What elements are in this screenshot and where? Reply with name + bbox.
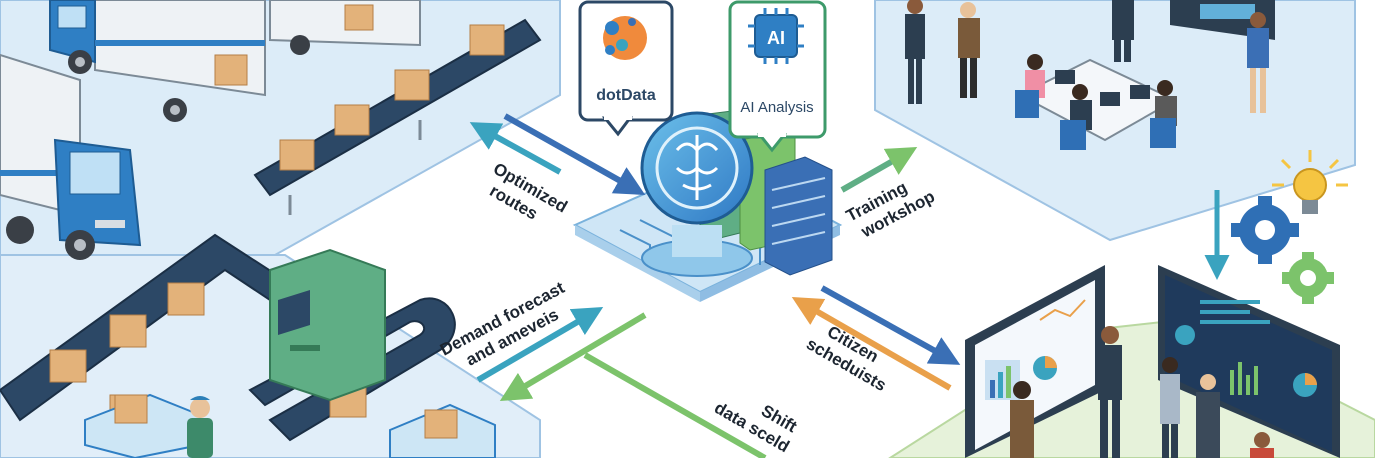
ai-brain-icon [640, 111, 754, 277]
seated-person-icon [1060, 84, 1092, 150]
seated-person-icon [1150, 80, 1177, 148]
dashboard-screen [1158, 265, 1340, 458]
presenter-person-icon [1196, 374, 1220, 458]
delivery-truck-icon [49, 0, 266, 122]
lightbulb-icon [1272, 150, 1348, 214]
scanner-kiosk-icon [269, 248, 386, 402]
dotdata-badge: dotData [578, 0, 674, 137]
office-person-icon [958, 2, 980, 98]
presenter-person-icon [1160, 357, 1180, 458]
delivery-truck-icon [0, 53, 142, 260]
dotdata-label: dotData [596, 87, 656, 104]
office-person-icon [1112, 0, 1134, 62]
arrow-optimized-routes [469, 113, 646, 195]
conveyor-belt [253, 18, 542, 215]
arrow-citizen-schedulists [791, 285, 961, 391]
presenter-person-icon [1010, 381, 1034, 458]
ai-analysis-label: AI Analysis [740, 99, 813, 116]
agv-robot-icon [389, 403, 496, 458]
office-person-icon [905, 0, 925, 104]
arrow-demand-forecast [476, 306, 647, 402]
presenter-person-icon [1250, 432, 1274, 458]
gear-icon [1282, 252, 1334, 304]
label-citizen-schedulists: Citizen scheduists [803, 322, 889, 395]
arrow-training-workshop [840, 147, 918, 193]
presenter-person-icon [1098, 326, 1122, 458]
seated-person-icon [1015, 54, 1045, 118]
office-person-icon [1247, 12, 1269, 113]
warehouse-worker-icon [187, 396, 213, 458]
ai-chip-icon: AI [748, 8, 804, 64]
arrow-shift-data [583, 352, 767, 458]
gear-icon [1231, 196, 1299, 264]
ai-analysis-badge: AI AI Analysis [728, 0, 827, 153]
label-shift-data: Shift data sceld [711, 398, 800, 456]
ai-chip-label: AI [767, 28, 785, 48]
delivery-truck-icon [269, 0, 421, 55]
